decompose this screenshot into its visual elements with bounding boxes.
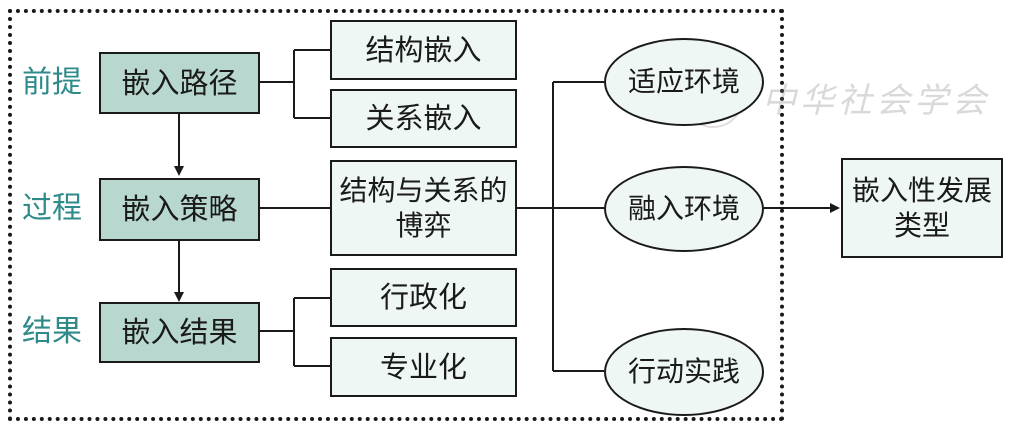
dotted-frame [8, 9, 784, 421]
stage-label-premise: 前提 [22, 65, 82, 100]
box-structural-embedding: 结构嵌入 [330, 20, 517, 80]
box-embedding-path: 嵌入路径 [99, 52, 260, 114]
stage-label-process: 过程 [22, 191, 82, 226]
watermark-text: 中华社会学会 [762, 80, 990, 121]
stage-label-result: 结果 [22, 314, 82, 349]
box-structure-relation-game: 结构与关系的博弈 [330, 160, 517, 256]
oval-adapt-environment: 适应环境 [604, 38, 764, 126]
box-embedding-strategy: 嵌入策略 [99, 178, 260, 241]
oval-action-practice: 行动实践 [604, 328, 764, 416]
box-relational-embedding: 关系嵌入 [330, 89, 517, 148]
box-embedding-outcome: 嵌入结果 [99, 302, 260, 363]
bracket-path [260, 49, 330, 119]
box-professional: 专业化 [330, 337, 517, 397]
bracket-outcome [260, 297, 330, 367]
watermark: 中华社会学会 [682, 62, 986, 132]
box-embedded-development-type: 嵌入性发展类型 [841, 158, 1003, 258]
box-administrative: 行政化 [330, 268, 517, 327]
oval-integrate-environment: 融入环境 [604, 166, 764, 252]
